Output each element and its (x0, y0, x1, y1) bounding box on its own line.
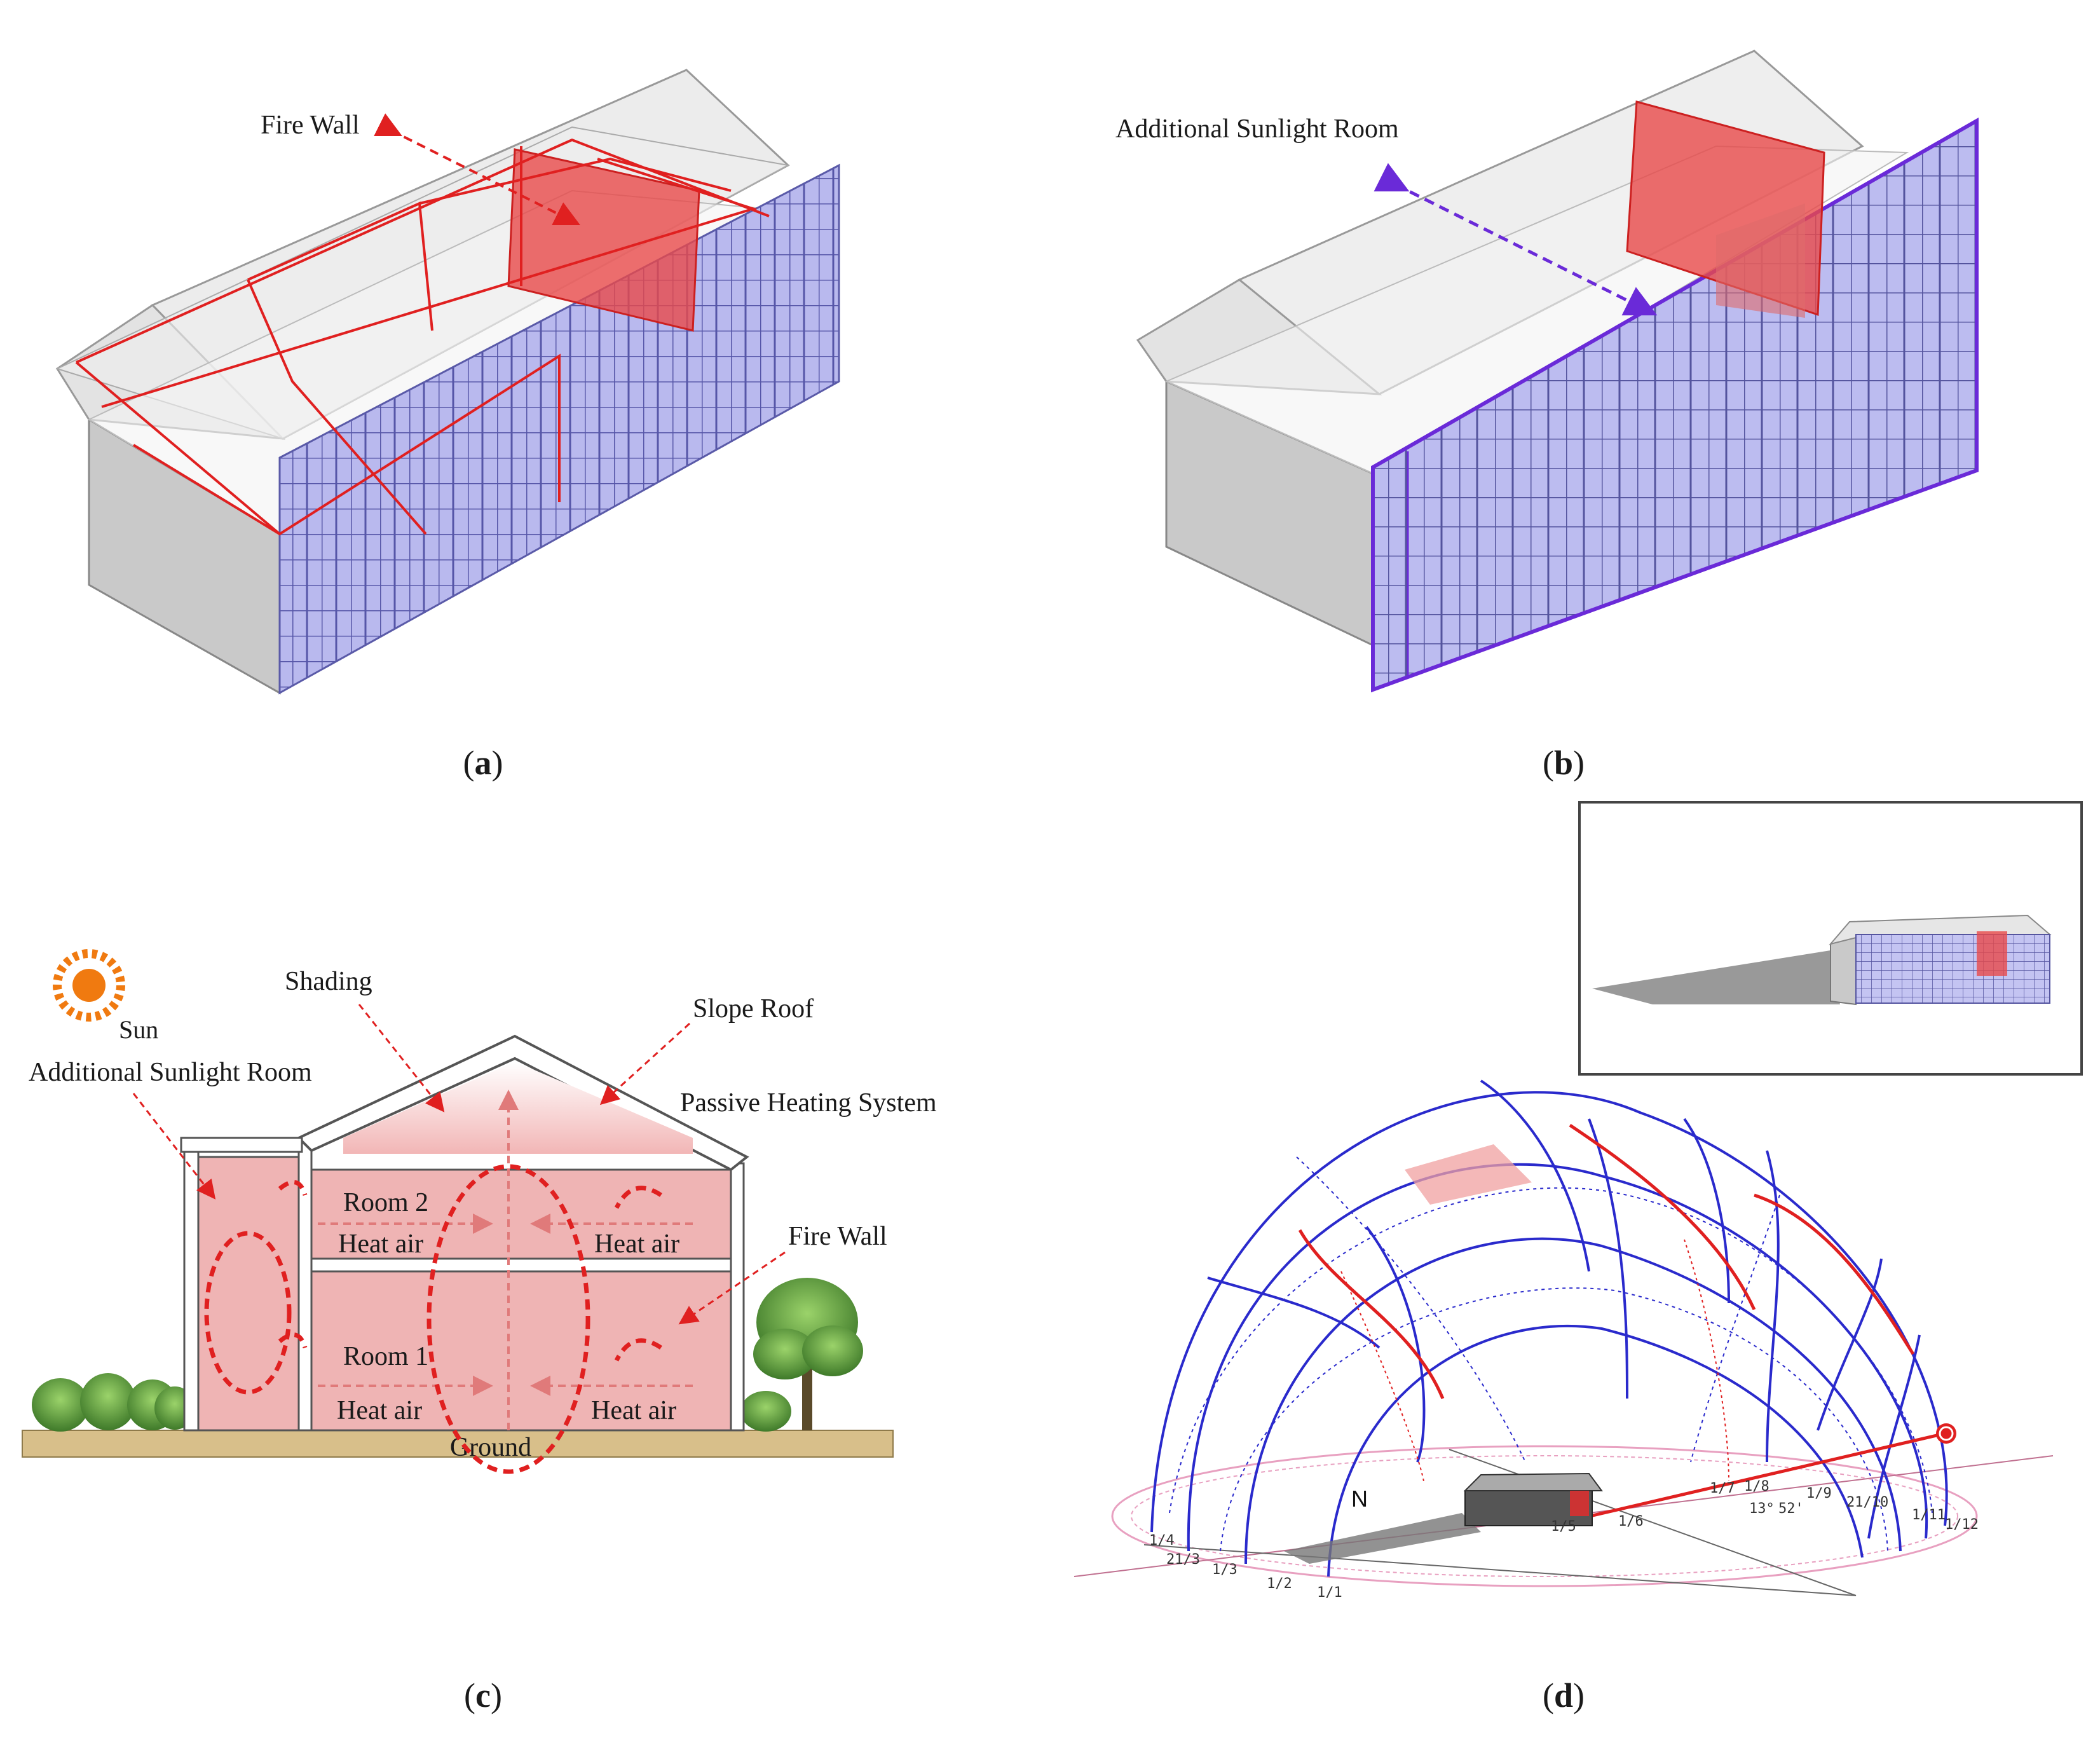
sun-path-red-lines (1298, 1123, 1946, 1521)
tick-1-6: 1/6 (1618, 1514, 1644, 1529)
label-ground: Ground (450, 1433, 531, 1462)
tick-1-9: 1/9 (1806, 1486, 1832, 1502)
label-fire-wall-c: Fire Wall (788, 1222, 887, 1251)
fire-wall-section (297, 1137, 313, 1432)
label-heat-air-r1-right: Heat air (591, 1396, 676, 1425)
floor-slab (310, 1257, 732, 1273)
model-shadow (1284, 1513, 1481, 1564)
caption-c: (c) (464, 1676, 502, 1714)
tick-52-min: 52' (1778, 1501, 1804, 1517)
sun-path-dotted-grid (1169, 1156, 1933, 1552)
label-heat-air-r2-right: Heat air (594, 1229, 679, 1259)
tick-1-12: 1/12 (1945, 1517, 1979, 1533)
tick-1-11: 1/11 (1912, 1507, 1946, 1523)
panel-c: Sun Ground (22, 949, 937, 1714)
label-sunlight-room-b: Additional Sunlight Room (1115, 114, 1399, 144)
caption-a: (a) (463, 744, 503, 782)
room-2-section (310, 1168, 732, 1260)
tick-1-2: 1/2 (1267, 1576, 1292, 1592)
shrubs-left (32, 1373, 195, 1432)
sunroom-glass (183, 1146, 200, 1432)
sunlight-room-section (196, 1156, 300, 1432)
label-heat-air-r1-left: Heat air (337, 1396, 422, 1425)
sun-path-dome (1150, 1079, 1948, 1577)
tick-1-3: 1/3 (1212, 1562, 1238, 1578)
inset-shadow (1592, 950, 1840, 1004)
sun-path-ground-ring-inner (1131, 1455, 1958, 1577)
label-room-2: Room 2 (343, 1188, 428, 1217)
room-1-section (310, 1270, 732, 1432)
panel-d: N 1/1 1/2 1/3 21/3 1/4 1/5 1/6 1/7 1/8 1… (1074, 801, 2083, 1714)
arrow-fire-wall-a (374, 113, 580, 225)
tick-1-1: 1/1 (1317, 1585, 1342, 1601)
label-sun: Sun (119, 1015, 158, 1044)
axis-line-3 (1449, 1449, 1857, 1596)
label-room-1: Room 1 (343, 1342, 428, 1371)
sun-icon (53, 949, 125, 1022)
label-slope-roof: Slope Roof (693, 994, 814, 1023)
callout-leaders-c (132, 1004, 786, 1325)
tree-right (740, 1278, 863, 1432)
tick-1-4: 1/4 (1149, 1533, 1175, 1549)
sky-patch-highlight (1405, 1144, 1532, 1205)
slope-roof-section (296, 1034, 749, 1172)
red-circulation-loops (204, 1164, 662, 1474)
pink-flow-arrows (318, 1090, 693, 1430)
label-sunlight-room-c: Additional Sunlight Room (29, 1058, 312, 1087)
tick-1-7: 1/7 (1710, 1481, 1735, 1496)
right-wall-section (730, 1162, 745, 1432)
tick-13-deg: 13° (1749, 1501, 1775, 1517)
sunroom-roof (180, 1137, 303, 1153)
axis-line-2 (1143, 1544, 1857, 1596)
caption-b: (b) (1543, 744, 1585, 782)
sun-path-red-dotted (1340, 1239, 1729, 1482)
label-fire-wall-a: Fire Wall (261, 111, 360, 140)
inset-facade (1855, 934, 2050, 1004)
arrow-sunlight-room-b (1374, 163, 1658, 316)
sun-path-ground-ring (1111, 1445, 1978, 1587)
tick-21-3: 21/3 (1166, 1552, 1200, 1568)
label-passive-heating: Passive Heating System (680, 1088, 937, 1118)
inset-red-room (1977, 931, 2007, 976)
model-red-room (1570, 1491, 1589, 1516)
tick-1-5: 1/5 (1551, 1519, 1576, 1535)
panel-b: Additional Sunlight Room (b) (1115, 50, 1979, 782)
model-roof (1463, 1472, 1603, 1491)
tick-21-10: 21/10 (1846, 1495, 1888, 1510)
panel-a: Fire Wall (a) (55, 69, 840, 782)
tick-1-8: 1/8 (1744, 1479, 1769, 1495)
label-north: N (1351, 1486, 1368, 1512)
label-shading: Shading (285, 967, 372, 996)
label-heat-air-r2-left: Heat air (338, 1229, 423, 1259)
sunlight-room-panel-b-lower (1716, 203, 1805, 318)
caption-d: (d) (1543, 1676, 1585, 1714)
sun-position-marker (1936, 1423, 1956, 1444)
